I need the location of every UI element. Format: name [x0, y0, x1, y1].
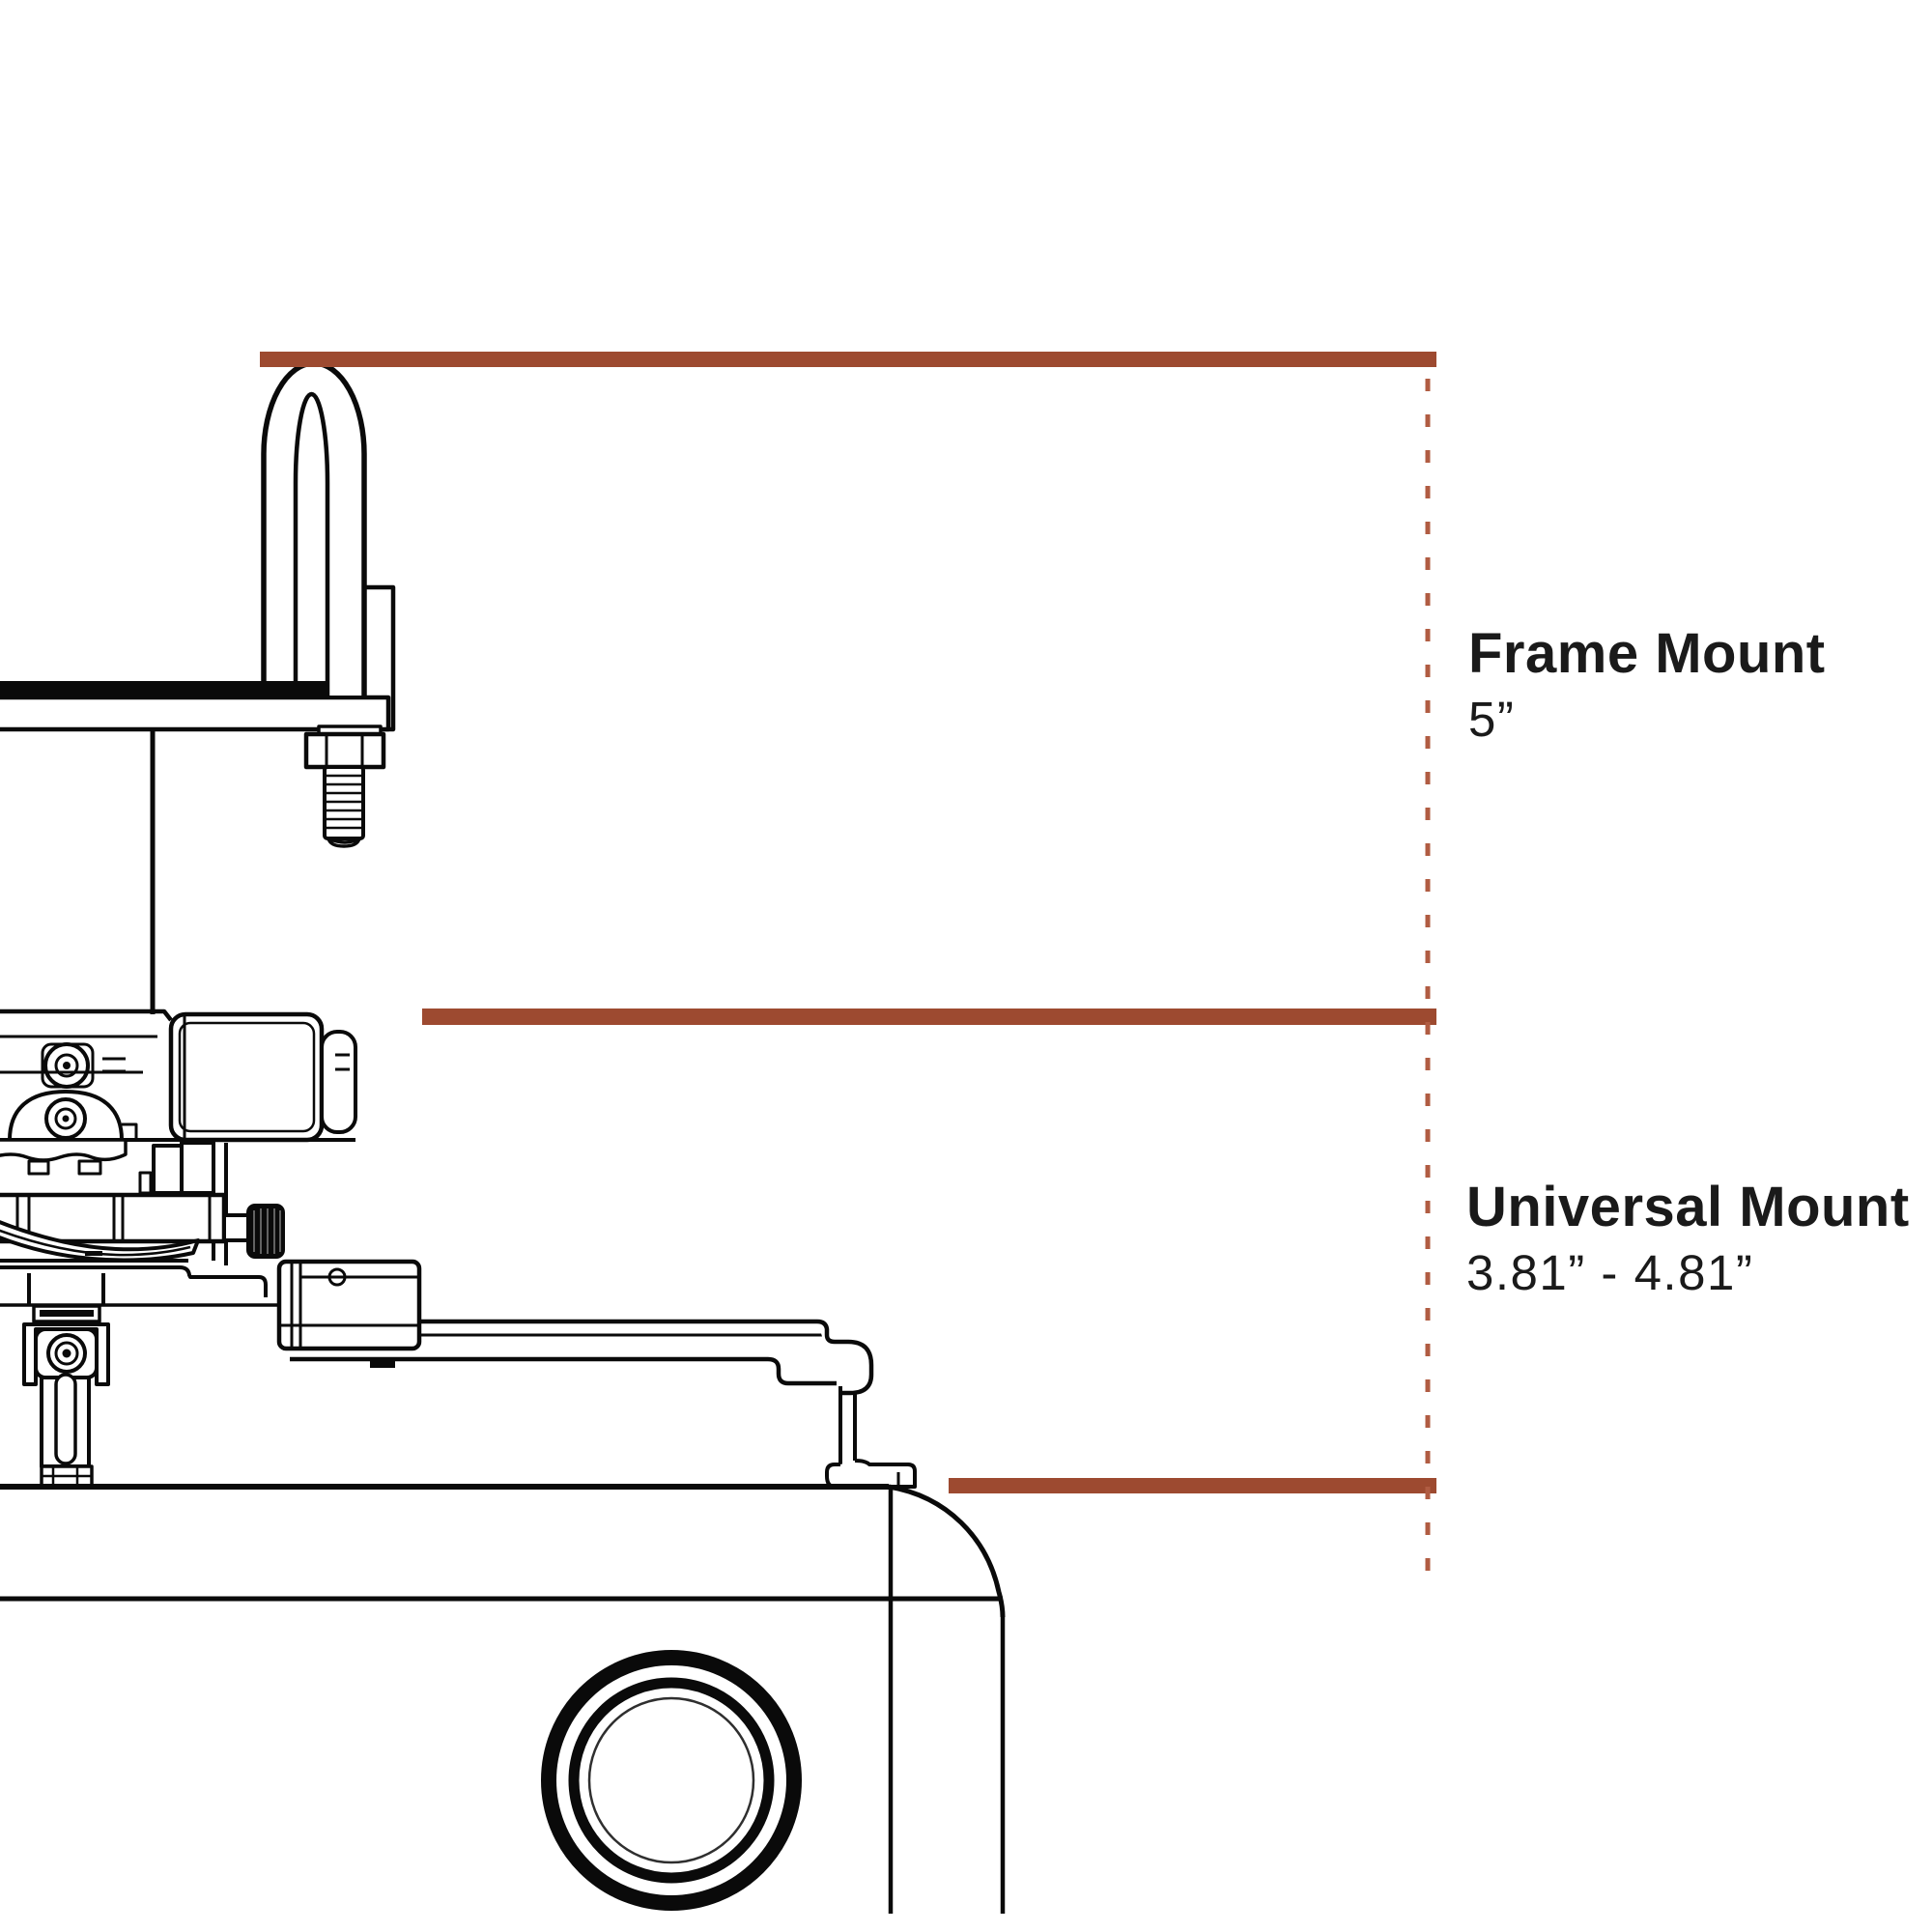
callout-universal-mount: Universal Mount 3.81” - 4.81” — [1466, 1177, 1910, 1300]
line-art — [0, 360, 1006, 1917]
measure-line-mount-top — [422, 1009, 1436, 1025]
drawing-clip-edge — [0, 1914, 1932, 1932]
measure-line-projector-top — [949, 1478, 1436, 1493]
measurement-overlay — [260, 352, 1436, 1594]
universal-mount-label: Universal Mount — [1466, 1176, 1910, 1238]
measure-line-frame-top — [260, 352, 1436, 367]
frame-mount-value: 5” — [1468, 691, 1516, 747]
frame-clamp-hook — [0, 360, 396, 732]
clamp-bolt — [303, 724, 386, 848]
mount-arm — [276, 1259, 917, 1489]
frame-mount-label: Frame Mount — [1468, 622, 1826, 685]
left-drop-clamp — [22, 1273, 110, 1488]
universal-mount-value: 3.81” - 4.81” — [1466, 1244, 1754, 1300]
frame-rail-bar — [0, 681, 326, 699]
adjustment-knob — [222, 1204, 285, 1259]
projector-body — [0, 1484, 1006, 1917]
callout-frame-mount: Frame Mount 5” — [1468, 623, 1826, 747]
projector-mount-head — [0, 1009, 357, 1307]
projector-lens — [541, 1650, 802, 1911]
